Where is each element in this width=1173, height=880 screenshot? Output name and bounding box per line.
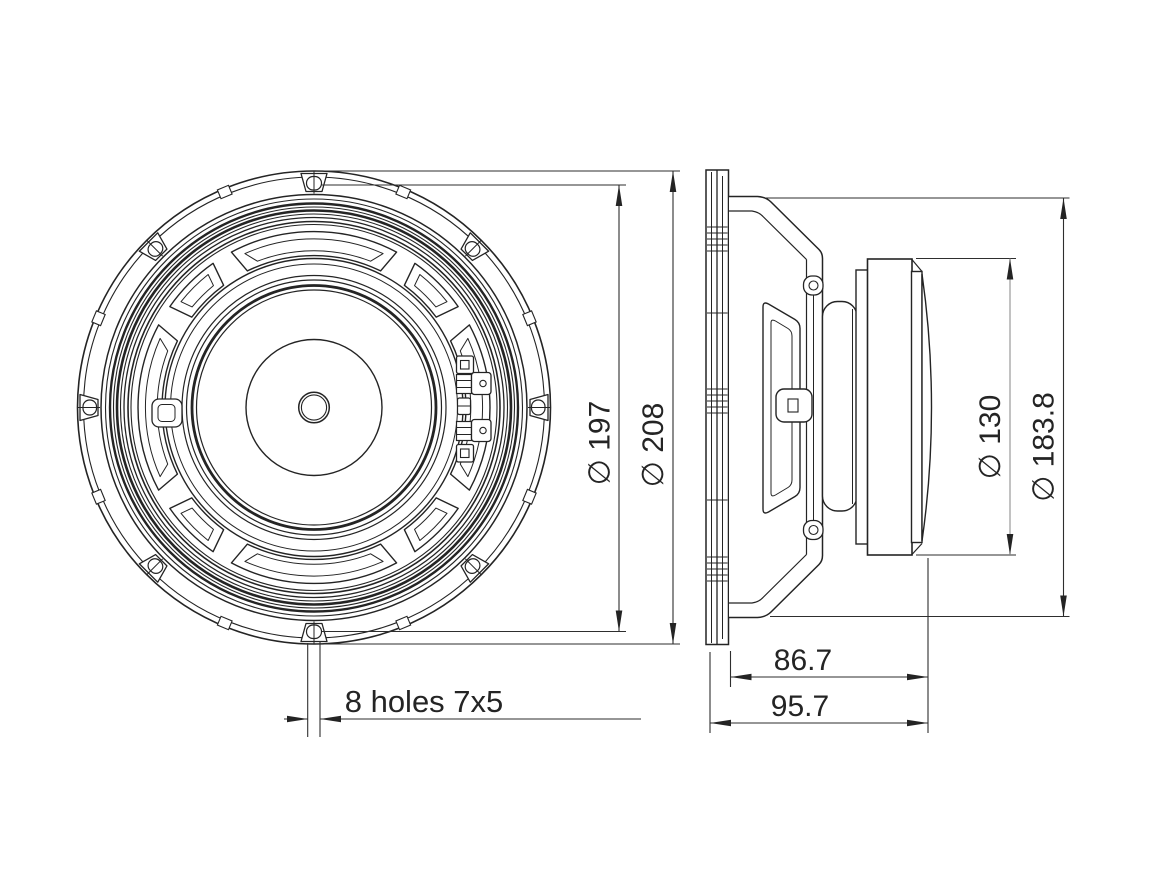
dim-label-95-7: 95.7 <box>771 690 829 723</box>
ring-center-hole <box>297 391 331 424</box>
dimension-mounting-holes: 8 holes 7x5 <box>284 641 641 737</box>
terminal-clip-hole <box>479 379 487 388</box>
dim-label-197: ∅ 197 <box>583 401 616 486</box>
rear-screw <box>802 519 824 541</box>
terminal-nut <box>455 373 473 395</box>
side-bracket <box>151 398 183 428</box>
magnet <box>866 258 913 556</box>
dim-label-holes: 8 holes 7x5 <box>345 684 504 719</box>
terminal-screw-hole <box>459 448 470 459</box>
ring <box>100 193 528 622</box>
ring <box>104 198 524 617</box>
ring-surround <box>185 279 443 536</box>
dimension-magnet-diameter: ∅ 130 <box>916 257 1016 556</box>
arrowhead <box>710 719 731 727</box>
basket-profile <box>729 195 824 619</box>
arrowhead <box>669 171 677 192</box>
arrowhead <box>907 719 928 727</box>
arrowhead <box>320 715 341 723</box>
terminal-side <box>775 388 813 423</box>
dimension-bolt-circle: ∅ 197 <box>322 184 626 633</box>
dim-label-130: ∅ 130 <box>974 395 1007 480</box>
ring <box>170 263 458 552</box>
dimensions: ∅ 197 ∅ 208 ∅ 130 ∅ 183.8 <box>284 170 1070 737</box>
ring-surround-outer <box>181 274 447 541</box>
back-plate-chamfer <box>911 258 923 272</box>
dimension-mounting-depth: 86.7 <box>729 644 928 687</box>
mounting-tab <box>300 170 328 195</box>
ring-outer-edge <box>76 170 552 645</box>
mounting-tab <box>527 393 551 422</box>
ring-gasket <box>115 209 513 606</box>
arrowhead <box>907 673 928 681</box>
ring-dust-cap <box>245 338 383 477</box>
arrowhead <box>1060 198 1067 219</box>
basket-window <box>230 230 398 272</box>
basket-window <box>230 543 398 585</box>
front-view <box>76 170 552 645</box>
dimension-outer-diameter: ∅ 208 <box>316 170 680 645</box>
arrowhead <box>669 623 677 644</box>
ring-basket-inner <box>164 257 464 558</box>
back-plate-bulge <box>921 273 933 542</box>
terminal-assembly <box>455 355 492 463</box>
mounting-tab <box>77 393 101 422</box>
ring-basket-rim <box>127 220 501 595</box>
ring <box>130 223 498 592</box>
flange-slot-ticks <box>707 226 728 582</box>
dim-label-208: ∅ 208 <box>637 403 670 488</box>
dim-label-86-7: 86.7 <box>774 644 832 677</box>
ring-cone <box>195 289 433 526</box>
dimension-total-depth: 95.7 <box>709 558 929 733</box>
mounting-tabs <box>77 170 551 645</box>
arrowhead <box>1060 595 1067 617</box>
arrowhead <box>1006 534 1014 555</box>
arrowhead <box>730 673 752 681</box>
ring <box>119 213 509 602</box>
arrowhead <box>287 715 308 723</box>
ring <box>112 206 516 609</box>
ring <box>123 216 505 599</box>
front-plate <box>855 269 869 545</box>
arrowhead <box>615 610 623 632</box>
arrowhead <box>1006 258 1014 280</box>
rear-screw <box>802 275 824 296</box>
magnet-assembly-profile <box>821 258 933 556</box>
spacer-ring <box>821 300 858 512</box>
mounting-tab <box>300 620 328 645</box>
basket-window-side <box>762 302 801 514</box>
ring-center-hole <box>300 394 328 421</box>
basket-window-side-inner <box>770 319 793 497</box>
arrowhead <box>615 185 623 206</box>
terminal-nut <box>455 420 473 442</box>
side-view <box>705 169 933 646</box>
terminal-clip-hole <box>479 426 487 435</box>
dim-label-183-8: ∅ 183.8 <box>1027 392 1060 502</box>
ring-gasket <box>108 202 520 613</box>
ring-cone-edge <box>190 284 438 531</box>
terminal-screw-hole <box>459 359 470 370</box>
dimension-basket-diameter: ∅ 183.8 <box>766 197 1070 618</box>
back-plate <box>910 270 923 544</box>
back-plate-chamfer <box>911 543 923 556</box>
